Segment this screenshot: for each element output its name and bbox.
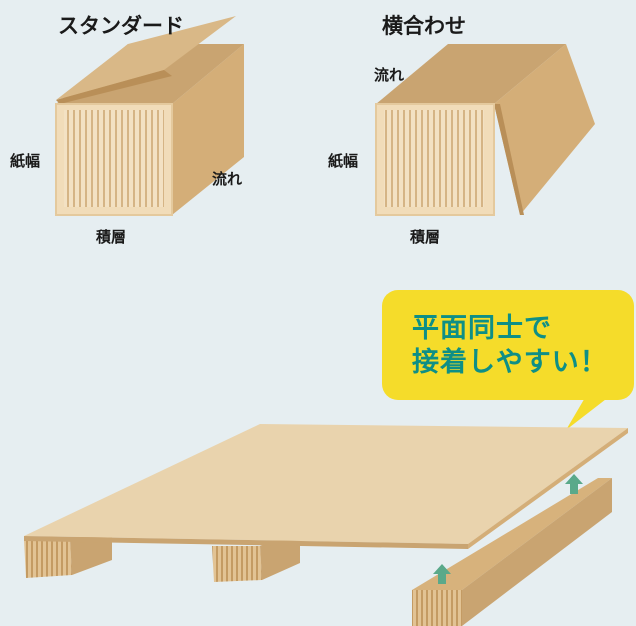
cross-flute-lines bbox=[384, 138, 484, 207]
standard-width-label: 紙幅 bbox=[10, 152, 41, 170]
cross-layer-label: 積層 bbox=[410, 228, 441, 246]
flat-panel-edge bbox=[24, 536, 468, 549]
standard-title: スタンダード bbox=[58, 14, 184, 38]
standard-flow-label: 流れ bbox=[212, 170, 243, 188]
assembly bbox=[24, 424, 628, 626]
support-leg-middle-face bbox=[212, 546, 262, 582]
cross-title: 横合わせ bbox=[382, 14, 466, 38]
cross-top-face bbox=[376, 44, 566, 104]
standard-flute-lines bbox=[64, 110, 164, 207]
callout-line-2: 接着しやすい！ bbox=[412, 347, 608, 378]
cross-block bbox=[375, 44, 595, 216]
cross-flute-top bbox=[384, 110, 484, 138]
standard-block bbox=[55, 16, 244, 216]
support-leg-left-face bbox=[24, 540, 72, 578]
support-beam-face bbox=[412, 590, 462, 626]
standard-side-face bbox=[172, 44, 244, 215]
callout-text: 平面同士で 接着しやすい！ bbox=[412, 312, 608, 380]
support-beam-side bbox=[462, 478, 612, 626]
callout-box bbox=[382, 290, 634, 400]
up-arrow-icon bbox=[565, 474, 583, 494]
up-arrow-icon bbox=[433, 564, 451, 584]
cross-side-flap bbox=[494, 44, 595, 215]
standard-layer-label: 積層 bbox=[96, 228, 127, 246]
flat-panel-top bbox=[24, 424, 628, 544]
callout-tail bbox=[566, 396, 610, 430]
support-beam-top bbox=[412, 478, 612, 590]
standard-flap bbox=[56, 16, 236, 100]
cross-flow-label: 流れ bbox=[374, 66, 405, 84]
callout-line-1: 平面同士で bbox=[412, 313, 552, 344]
callout-bubble bbox=[382, 290, 634, 430]
cross-width-label: 紙幅 bbox=[328, 152, 359, 170]
